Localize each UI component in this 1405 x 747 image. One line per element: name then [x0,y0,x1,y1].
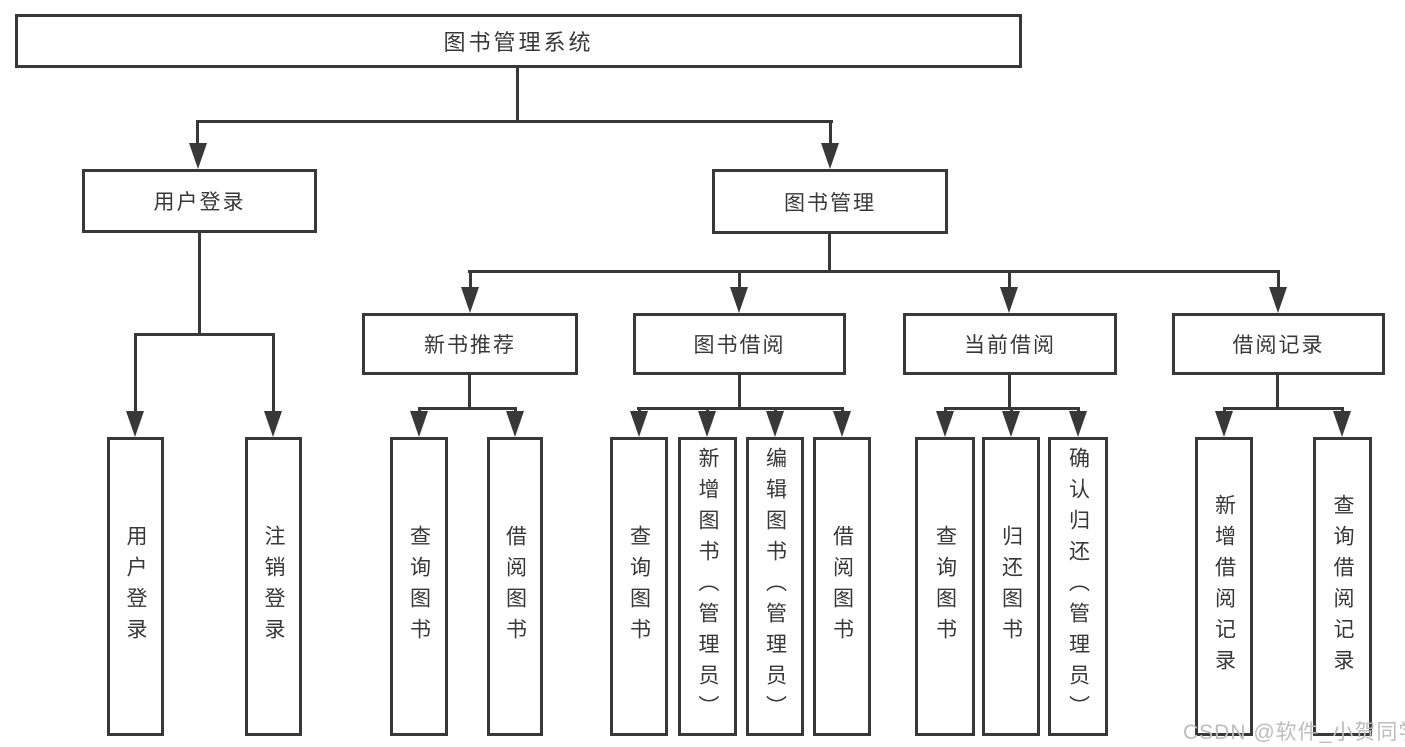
arrow-to-br-add [1215,411,1233,437]
arrow-to-logout [264,411,282,437]
connector-shaft-new-books [469,270,472,288]
node-borrowing-records-label: 借阅记录 [1232,334,1325,357]
arrow-to-book-mgmt [821,143,839,169]
arrow-to-cb-confirm [1069,411,1087,437]
leaf-bb-add-books-admin: 新增图书（管理员） [678,437,737,736]
node-root-system: 图书管理系统 [15,14,1022,68]
leaf-cb-query-books-label: 查询图书 [933,524,957,649]
leaf-cb-confirm-return-admin: 确认归还（管理员） [1048,437,1108,736]
arrow-to-br-query [1333,411,1351,437]
node-book-management-label: 图书管理 [784,191,876,215]
connector-shaft-book-borrow [738,270,741,288]
leaf-nb-query-books: 查询图书 [390,437,448,736]
leaf-cb-return-books: 归还图书 [982,437,1040,736]
arrow-to-new-books [461,287,479,313]
arrow-to-nb-query [410,411,428,437]
connector-bookmgmt-stub [828,233,831,272]
leaf-nb-borrow-books-label: 借阅图书 [503,524,527,649]
leaf-user-login-label: 用户登录 [124,524,147,649]
leaf-bb-edit-books-admin-label: 编辑图书（管理员） [763,447,787,726]
leaf-br-query-record-label: 查询借阅记录 [1331,493,1354,680]
arrow-to-login [126,411,144,437]
leaf-bb-edit-books-admin: 编辑图书（管理员） [746,437,804,736]
node-borrowing-records: 借阅记录 [1172,313,1385,375]
arrow-to-bb-add [698,411,716,437]
leaf-br-query-record: 查询借阅记录 [1313,437,1372,736]
leaf-cb-return-books-label: 归还图书 [999,524,1023,649]
connector-root-stub [516,66,519,123]
arrow-to-book-borrow [730,287,748,313]
leaf-user-login: 用户登录 [107,437,164,736]
leaf-br-add-record: 新增借阅记录 [1195,437,1253,736]
leaf-bb-add-books-admin-label: 新增图书（管理员） [696,447,719,726]
node-root-label: 图书管理系统 [443,30,594,55]
leaf-bb-query-books-label: 查询图书 [627,524,651,649]
connector-borrowrecords-hline [1223,407,1344,410]
node-user-login: 用户登录 [82,169,317,233]
connector-shaft-user-login [196,120,199,146]
arrow-to-bb-query [630,411,648,437]
connector-currentborrow-stub [1008,373,1011,410]
leaf-cb-query-books: 查询图书 [915,437,975,736]
arrow-to-cb-query [936,411,954,437]
arrow-to-user-login [189,143,207,169]
arrow-to-cb-return [1002,411,1020,437]
connector-bookborrow-hline [637,407,844,410]
arrow-to-bb-borrow [833,411,851,437]
leaf-nb-query-books-label: 查询图书 [407,524,431,649]
node-current-borrowing-label: 当前借阅 [964,334,1056,357]
arrow-to-current-borrow [1000,287,1018,313]
connector-bookmgmt-hline [468,270,1279,273]
leaf-br-add-record-label: 新增借阅记录 [1212,493,1236,680]
node-book-borrowing: 图书借阅 [633,313,846,375]
arrow-to-borrow-records [1269,287,1287,313]
connector-userlogin-hline [134,333,275,336]
leaf-logout-login-label: 注销登录 [262,524,285,649]
arrow-to-nb-borrow [506,411,524,437]
node-book-borrowing-label: 图书借阅 [693,334,786,357]
watermark: CSDN @软件_小贺同学 [1183,721,1405,744]
connector-borrowrecords-stub [1276,373,1279,410]
arrow-to-bb-edit [766,411,784,437]
leaf-cb-confirm-return-admin-label: 确认归还（管理员） [1066,447,1090,726]
connector-bookborrow-stub [738,373,741,410]
connector-shaft-borrow-records [1277,270,1280,288]
connector-newbooks-stub [468,373,471,410]
node-user-login-label: 用户登录 [153,191,246,214]
leaf-logout-login: 注销登录 [245,437,302,736]
node-current-borrowing: 当前借阅 [903,313,1117,375]
connector-root-hline [196,120,833,123]
connector-shaft-logout [272,333,275,413]
connector-shaft-login [134,333,137,413]
connector-shaft-book-mgmt [829,120,832,146]
leaf-bb-query-books: 查询图书 [610,437,668,736]
connector-newbooks-hline [418,407,517,410]
node-new-book-recommend-label: 新书推荐 [424,334,516,357]
leaf-bb-borrow-books: 借阅图书 [813,437,871,736]
leaf-nb-borrow-books: 借阅图书 [487,437,543,736]
node-book-management: 图书管理 [712,169,948,234]
node-new-book-recommend: 新书推荐 [362,313,578,375]
leaf-bb-borrow-books-label: 借阅图书 [830,524,854,649]
connector-shaft-current-borrow [1008,270,1011,288]
connector-userlogin-stub [198,232,201,336]
